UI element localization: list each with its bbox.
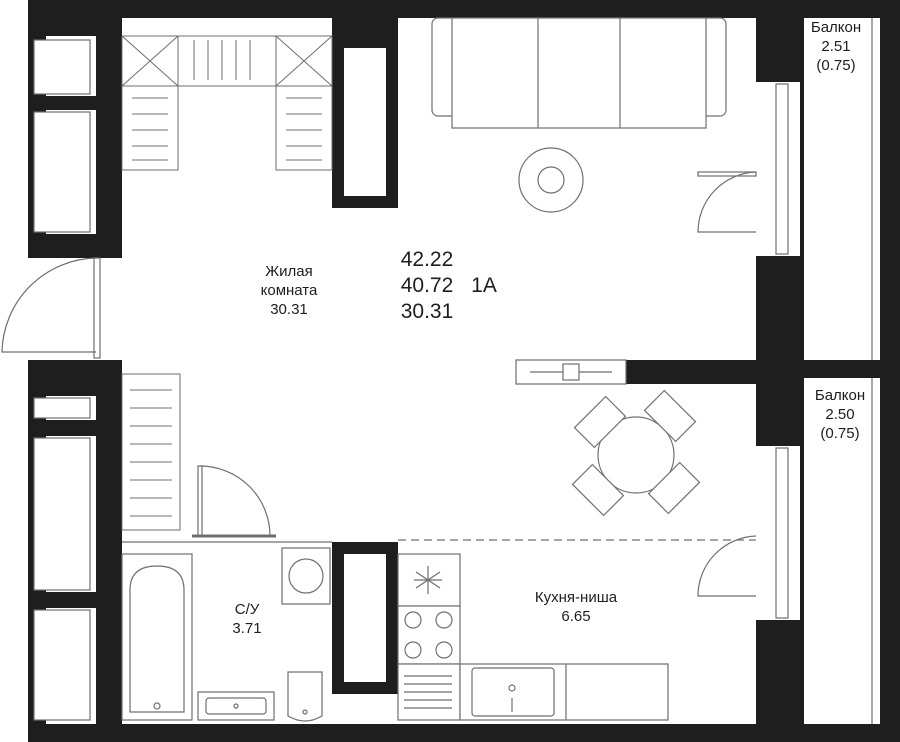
balcony-bottom-reduced-area: (0.75) bbox=[820, 425, 860, 442]
living-room-name-line2: комната bbox=[260, 282, 318, 299]
windows bbox=[33, 39, 789, 721]
living-room-label: Жилая комната 30.31 bbox=[232, 262, 346, 319]
balcony-top-label: Балкон 2.51 (0.75) bbox=[800, 18, 872, 75]
apartment-area-values: 42.22 40.72 30.31 bbox=[388, 243, 466, 325]
balcony-bottom-area: 2.50 bbox=[825, 406, 855, 423]
apartment-area-box: 42.22 40.72 30.31 1A bbox=[388, 243, 502, 329]
bathroom-label: С/У 3.71 bbox=[206, 600, 288, 638]
rug-icon bbox=[518, 147, 584, 213]
balcony-top-name: Балкон bbox=[810, 19, 862, 36]
living-room-name-line1: Жилая bbox=[265, 263, 313, 280]
area-without-balcony: 40.72 bbox=[400, 274, 454, 297]
kitchen-label: Кухня-ниша 6.65 bbox=[506, 588, 646, 626]
balcony-top-reduced-area: (0.75) bbox=[816, 57, 856, 74]
bathtub-icon bbox=[121, 553, 193, 721]
sofa-icon bbox=[431, 17, 727, 129]
balcony-top-area: 2.51 bbox=[821, 38, 851, 55]
bathroom-area: 3.71 bbox=[232, 620, 262, 637]
bathroom-name: С/У bbox=[234, 601, 260, 618]
doors bbox=[1, 171, 757, 597]
wardrobe-lower-icon bbox=[121, 373, 181, 531]
dining-table-icon bbox=[571, 389, 701, 517]
kitchen-name: Кухня-ниша bbox=[534, 589, 618, 606]
living-area: 30.31 bbox=[400, 300, 454, 323]
partitions bbox=[122, 539, 756, 543]
washing-machine-icon bbox=[281, 547, 331, 605]
kitchen-sink-icon bbox=[459, 663, 669, 721]
stove-icon bbox=[397, 553, 461, 721]
tv-stand-icon bbox=[515, 359, 627, 385]
living-room-area: 30.31 bbox=[270, 301, 308, 318]
kitchen-area: 6.65 bbox=[561, 608, 591, 625]
wardrobe-icon bbox=[121, 35, 333, 171]
balcony-bottom-name: Балкон bbox=[814, 387, 866, 404]
apartment-code: 1A bbox=[471, 274, 497, 297]
sink-icon bbox=[197, 691, 275, 721]
balcony-areas bbox=[800, 18, 884, 724]
balcony-bottom-label: Балкон 2.50 (0.75) bbox=[800, 386, 880, 443]
total-area: 42.22 bbox=[400, 248, 454, 271]
toilet-icon bbox=[287, 671, 323, 722]
